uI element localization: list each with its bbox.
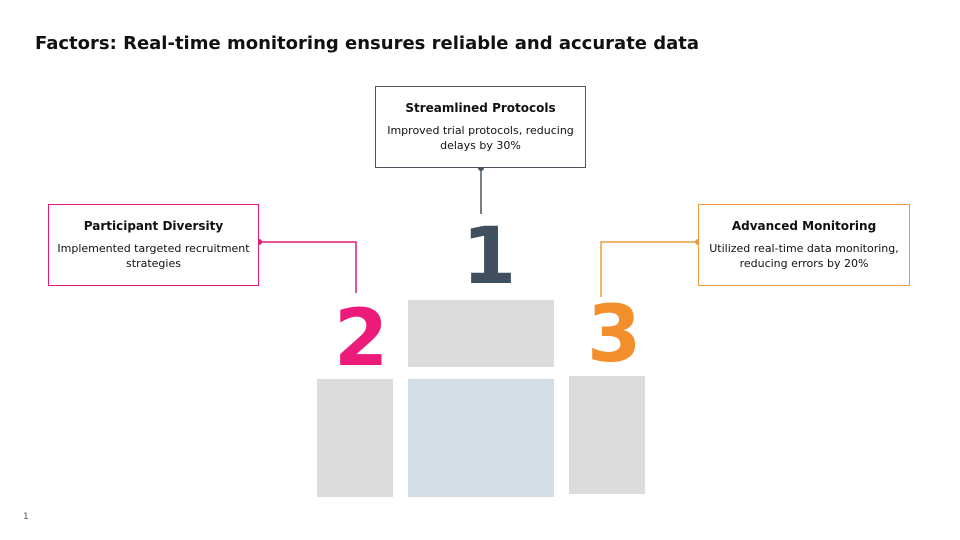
factor-card-3: Advanced Monitoring Utilized real-time d…	[698, 204, 910, 286]
connector-2	[259, 241, 357, 293]
factor-title: Participant Diversity	[83, 219, 224, 233]
page-title: Factors: Real-time monitoring ensures re…	[35, 33, 700, 54]
factor-card-2: Participant Diversity Implemented target…	[48, 204, 259, 286]
connector-3	[600, 241, 698, 297]
rank-number-3: 3	[587, 290, 642, 380]
rank-number-1: 1	[462, 212, 517, 302]
podium-top-block	[408, 300, 554, 367]
factor-card-1: Streamlined Protocols Improved trial pro…	[375, 86, 586, 168]
rank-number-2: 2	[334, 294, 389, 384]
factor-text: Implemented targeted recruitment strateg…	[57, 242, 250, 270]
factor-text: Utilized real-time data monitoring, redu…	[709, 242, 899, 270]
page-number: 1	[23, 512, 29, 522]
factor-text: Improved trial protocols, reducing delay…	[387, 124, 574, 152]
podium-block-3	[569, 376, 645, 494]
factor-title: Streamlined Protocols	[405, 101, 556, 115]
podium-block-2	[317, 379, 393, 497]
podium-block-1	[408, 379, 554, 497]
factor-title: Advanced Monitoring	[731, 219, 877, 233]
